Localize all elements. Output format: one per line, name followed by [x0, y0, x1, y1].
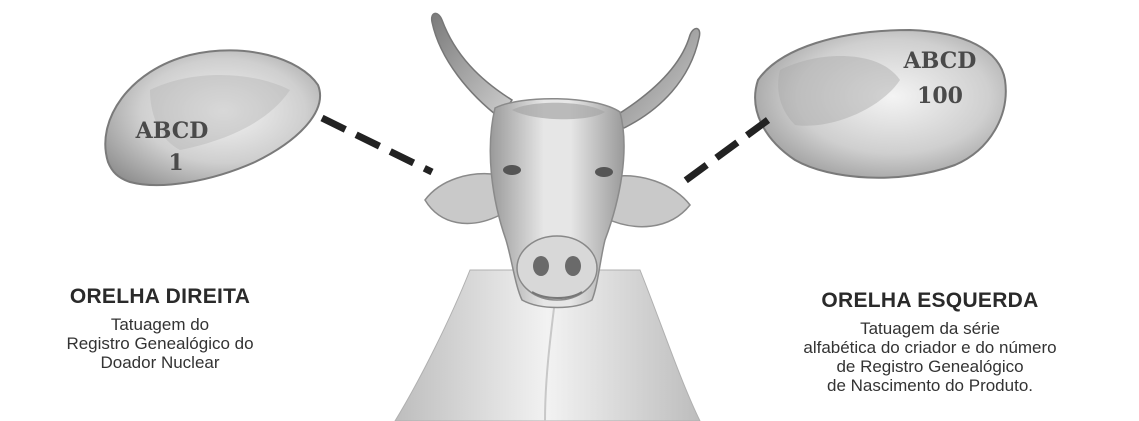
right-ear-connector [322, 118, 432, 172]
right-ear-tattoo-number: 1 [168, 150, 183, 176]
left-ear-caption: ORELHA ESQUERDA Tatuagem da série alfabé… [720, 289, 1139, 395]
left-ear-title: ORELHA ESQUERDA [720, 289, 1139, 313]
left-ear-connector [678, 120, 768, 186]
left-ear-drawing: ABCD 100 [755, 30, 1006, 178]
right-ear-caption: ORELHA DIREITA Tatuagem do Registro Gene… [0, 285, 320, 372]
right-ear-tattoo-letters: ABCD [135, 118, 209, 144]
cow-illustration [395, 13, 700, 421]
right-ear-drawing: ABCD 1 [105, 50, 320, 185]
left-ear-description: Tatuagem da série alfabética do criador … [720, 319, 1139, 395]
left-ear-tattoo-letters: ABCD [903, 48, 977, 74]
left-ear-tattoo-number: 100 [917, 83, 963, 109]
right-ear-description: Tatuagem do Registro Genealógico do Doad… [0, 315, 320, 372]
right-ear-title: ORELHA DIREITA [0, 285, 320, 309]
